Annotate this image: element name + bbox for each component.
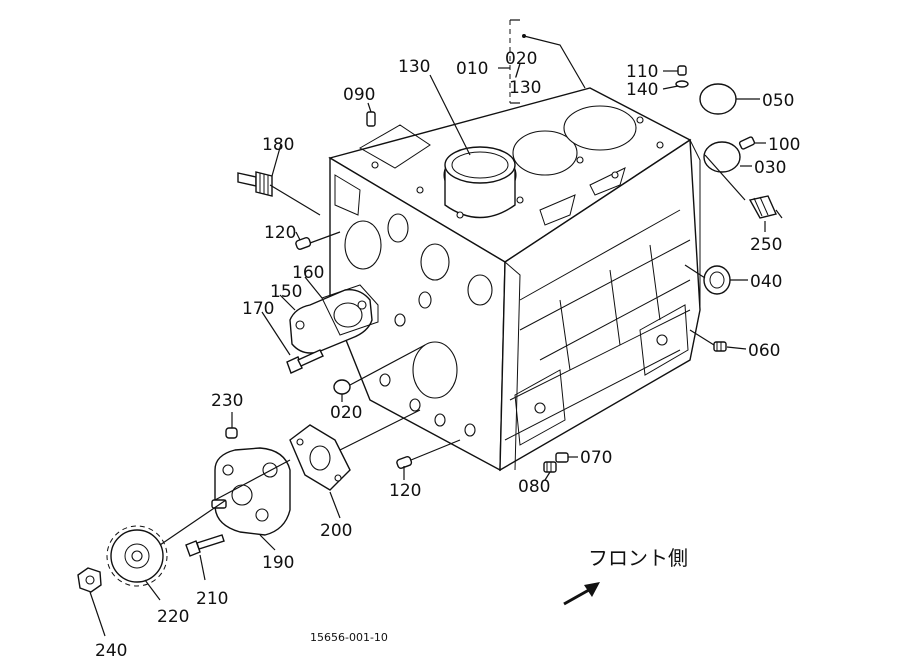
part-200-gasket (289, 424, 351, 491)
callout-020: 020 (330, 403, 362, 423)
part-240-nut (77, 567, 102, 593)
part-220-gear (106, 525, 168, 587)
cylinder-block (328, 87, 701, 472)
part-160-gasket (321, 284, 379, 336)
callout-060: 060 (748, 341, 780, 361)
callout-010-020: 020 (505, 49, 537, 69)
callout-150: 150 (270, 282, 302, 302)
callout-240: 240 (95, 641, 127, 661)
leader-lines (89, 19, 766, 637)
callout-220: 220 (157, 607, 189, 627)
callout-180: 180 (262, 135, 294, 155)
callout-120-upper: 120 (264, 223, 296, 243)
part-110-plug (675, 65, 689, 88)
part-030-cap (703, 141, 741, 173)
callout-140: 140 (626, 80, 658, 100)
part-040-oil-seal (703, 265, 731, 295)
part-250-sensor (748, 195, 783, 219)
callout-190: 190 (262, 553, 294, 573)
callout-090: 090 (343, 85, 375, 105)
callout-130: 130 (398, 57, 430, 77)
callout-070: 070 (580, 448, 612, 468)
callout-030: 030 (754, 158, 786, 178)
drawing-number: 15656-001-10 (310, 631, 388, 644)
callout-010-130: 130 (509, 78, 541, 98)
front-direction-arrow (563, 582, 600, 606)
part-070-plug (555, 452, 569, 463)
callout-160: 160 (292, 263, 324, 283)
callout-250: 250 (750, 235, 782, 255)
part-150-cover (289, 289, 373, 354)
callout-040: 040 (750, 272, 782, 292)
callout-200: 200 (320, 521, 352, 541)
callout-100: 100 (768, 135, 800, 155)
callout-210: 210 (196, 589, 228, 609)
callout-080: 080 (518, 477, 550, 497)
part-100-pin (738, 136, 756, 150)
callout-010: 010 (456, 59, 488, 79)
callout-120-lower: 120 (389, 481, 421, 501)
part-210-bolt (185, 534, 225, 557)
part-120-pin-upper (295, 236, 312, 250)
part-170-bolt (286, 349, 324, 374)
callout-230: 230 (211, 391, 243, 411)
part-050-cap (699, 83, 737, 115)
callout-010-slash: / (515, 61, 521, 81)
front-side-label: フロント側 (588, 546, 688, 570)
callout-110: 110 (626, 62, 658, 82)
part-080-plug (543, 461, 557, 473)
callout-170: 170 (242, 299, 274, 319)
part-020-plug (333, 379, 351, 395)
part-190-oil-pump (211, 447, 291, 536)
part-090-pin (366, 111, 376, 127)
part-120-pin-lower (396, 455, 413, 469)
callout-050: 050 (762, 91, 794, 111)
part-180-fitting (237, 171, 273, 197)
part-060-plug (713, 341, 727, 352)
part-230-key (225, 427, 238, 439)
